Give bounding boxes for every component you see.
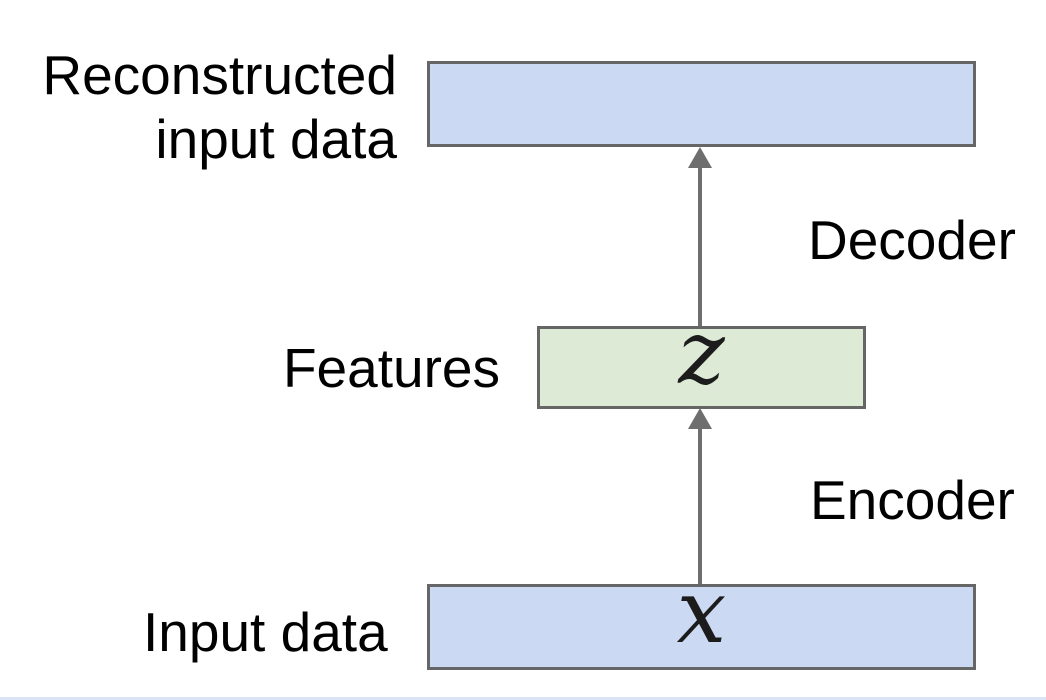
encoder-arrowhead-icon [688,408,712,429]
decoder-arrow [698,166,702,326]
features-box: z [537,308,866,409]
encoder-label: Encoder [810,469,1015,531]
input-variable-x: x [676,560,727,663]
window-bottom-edge [0,697,1046,700]
input-data-label: Input data [143,601,388,663]
input-data-box: x [427,568,976,670]
reconstructed-label-line2: input data [155,108,397,170]
reconstructed-label-line1: Reconstructed [42,44,397,106]
decoder-label: Decoder [808,209,1016,271]
encoder-arrow [698,427,702,584]
reconstructed-output-label: Reconstructed input data [42,43,397,171]
features-label: Features [282,337,500,399]
decoder-arrowhead-icon [688,147,712,168]
reconstructed-output-box [427,61,976,147]
latent-variable-z: z [678,300,725,404]
